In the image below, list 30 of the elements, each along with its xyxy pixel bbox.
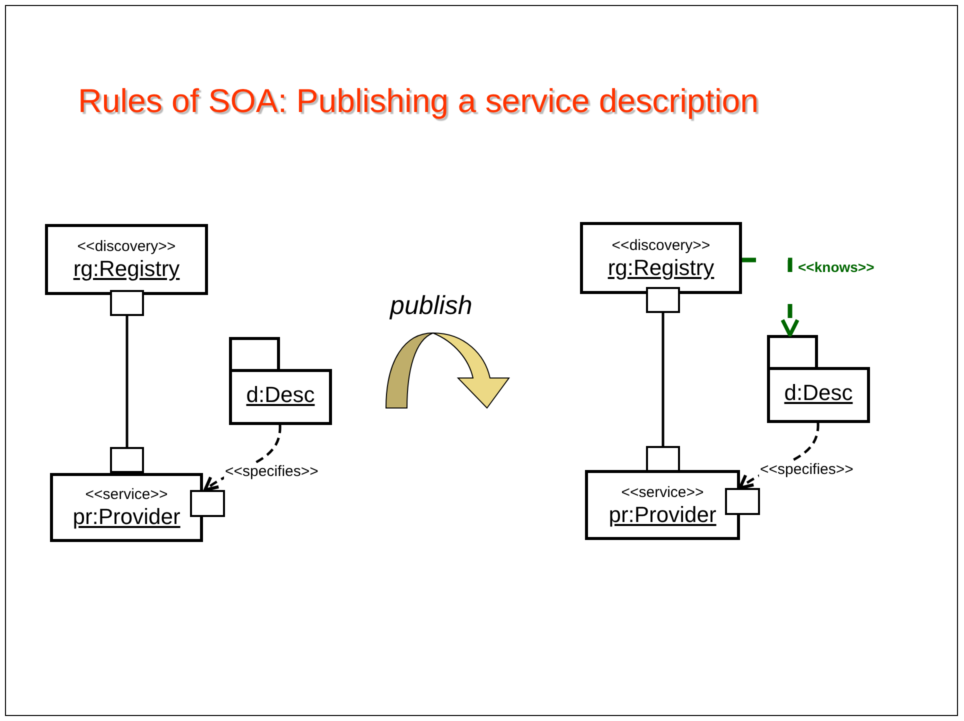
port-box	[725, 488, 760, 515]
port-box	[110, 290, 144, 316]
process-label: publish	[390, 290, 472, 321]
folder-box	[767, 335, 870, 423]
connector-line	[126, 316, 128, 447]
object-name: d:Desc	[245, 382, 316, 408]
port-box	[110, 447, 144, 473]
object-box	[50, 473, 203, 542]
folder-box	[229, 337, 332, 425]
port-box	[646, 446, 680, 472]
stereotype-label: <<service>>	[621, 482, 704, 502]
edge-label: <<knows>>	[797, 259, 876, 275]
object-name: d:Desc	[783, 380, 854, 406]
object-name: rg:Registry	[608, 254, 714, 280]
object-box	[585, 470, 740, 540]
port-box	[190, 490, 225, 517]
object-name: pr:Provider	[72, 504, 180, 530]
edge-label: <<specifies>>	[224, 463, 320, 480]
slide-title: Rules of SOA: Publishing a service description	[78, 82, 758, 120]
object-name: pr:Provider	[608, 502, 716, 528]
stereotype-label: <<discovery>>	[612, 236, 710, 254]
dashed-arrow	[742, 258, 800, 337]
edge-label: <<specifies>>	[759, 461, 854, 478]
stereotype-label: <<service>>	[85, 485, 168, 504]
stereotype-label: <<discovery>>	[77, 237, 176, 256]
object-name: rg:Registry	[73, 256, 180, 282]
connector-line	[662, 313, 664, 446]
object-box	[45, 224, 208, 295]
port-box	[646, 287, 680, 313]
object-box	[580, 222, 742, 294]
